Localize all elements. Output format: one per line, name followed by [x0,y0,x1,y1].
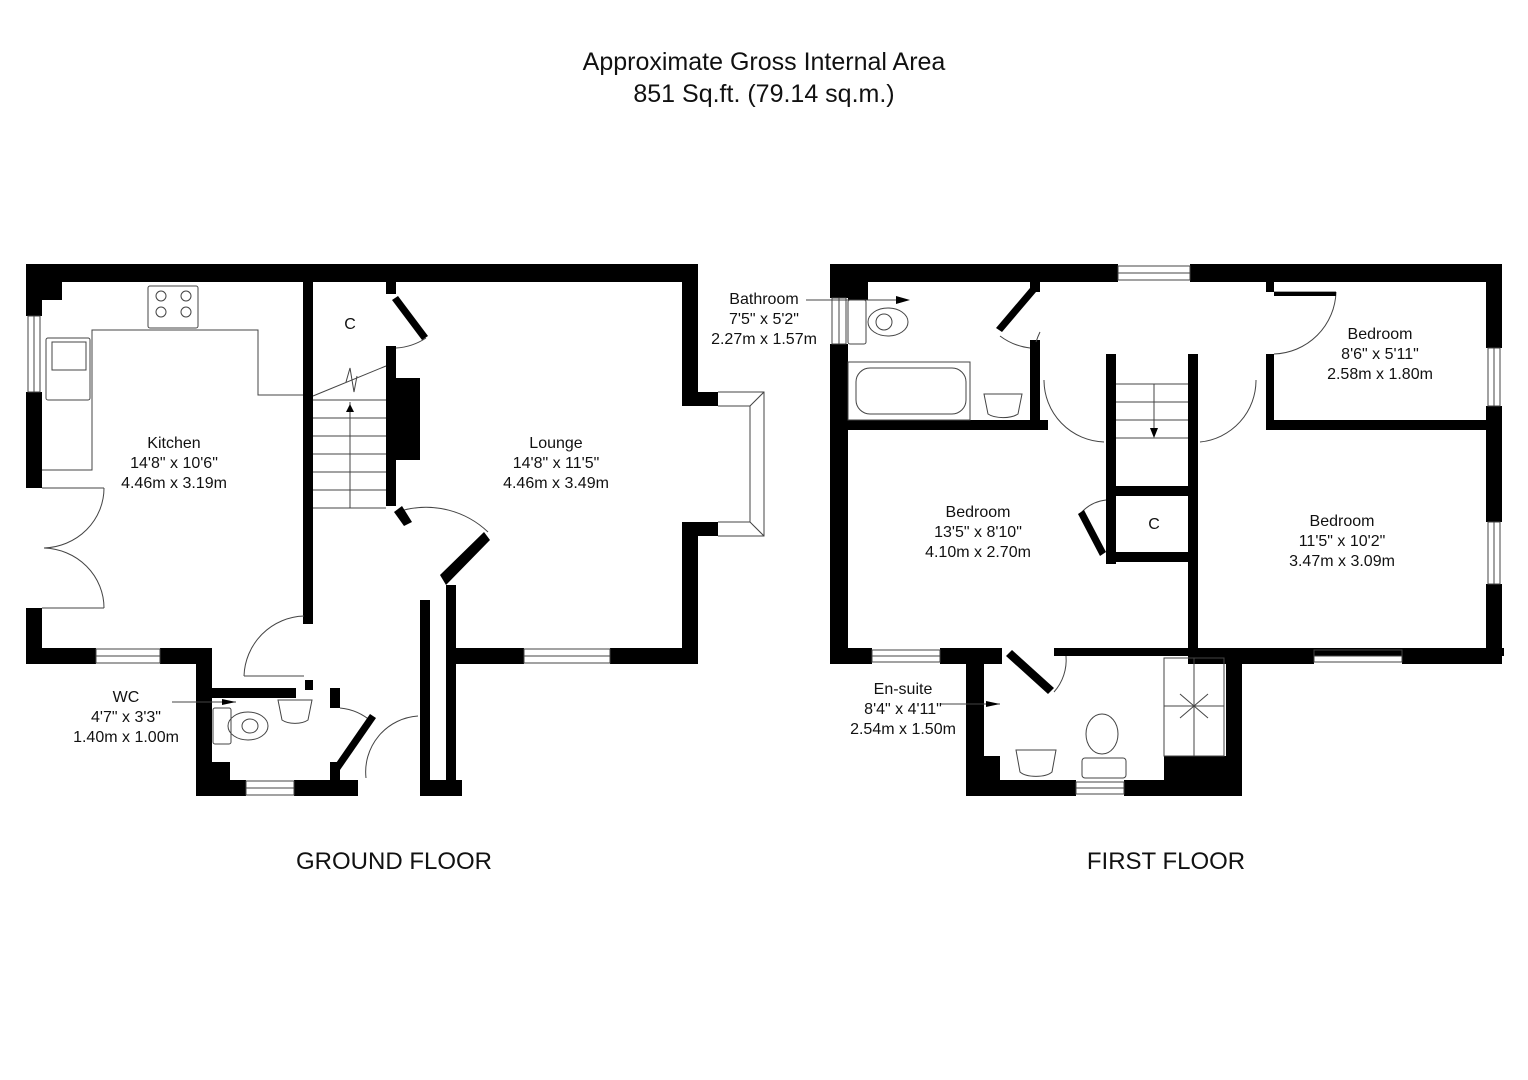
room-dim-imperial: 7'5" x 5'2" [729,311,799,328]
room-label-lounge: Lounge 14'8" x 11'5" 4.46m x 3.49m [503,434,609,494]
room-dim-metric: 4.46m x 3.49m [503,475,609,492]
room-dim-metric: 2.27m x 1.57m [711,331,817,348]
room-label-bedroom-right: Bedroom 11'5" x 10'2" 3.47m x 3.09m [1289,512,1395,572]
room-dim-imperial: 8'6" x 5'11" [1341,346,1419,363]
area-title: Approximate Gross Internal Area 851 Sq.f… [0,46,1528,110]
room-dim-metric: 4.10m x 2.70m [925,544,1031,561]
room-name: Bathroom [729,291,799,308]
ground-floor-linework [27,285,765,796]
room-dim-imperial: 8'4" x 4'11" [864,701,942,718]
room-name: C [1148,516,1160,533]
room-label-cupboard-ground: C [344,315,356,335]
room-label-kitchen: Kitchen 14'8" x 10'6" 4.46m x 3.19m [121,434,227,494]
room-dim-metric: 2.58m x 1.80m [1327,366,1433,383]
room-dim-metric: 1.40m x 1.00m [73,729,179,746]
ground-floor-plan [26,264,718,796]
floor-name-ground: GROUND FLOOR [295,848,493,875]
first-floor-plan [830,264,1504,796]
floor-name-first: FIRST FLOOR [1086,848,1246,875]
room-name: WC [112,689,140,706]
room-name: En-suite [873,681,933,698]
room-name: Bedroom [1309,513,1375,530]
room-name: C [344,316,356,333]
ground-floor-accents [334,296,490,770]
room-label-bedroom-left: Bedroom 13'5" x 8'10" 4.10m x 2.70m [925,503,1031,563]
room-dim-imperial: 13'5" x 8'10" [934,524,1022,541]
leader-arrowheads [222,296,1000,707]
room-label-bedroom-small: Bedroom 8'6" x 5'11" 2.58m x 1.80m [1327,325,1433,385]
room-label-cupboard-first: C [1148,515,1160,535]
first-floor-accents [996,288,1336,694]
room-dim-imperial: 11'5" x 10'2" [1298,533,1386,550]
room-dim-imperial: 4'7" x 3'3" [91,709,161,726]
room-label-wc: WC 4'7" x 3'3" 1.40m x 1.00m [73,688,179,748]
title-line-2: 851 Sq.ft. (79.14 sq.m.) [633,80,895,108]
room-dim-imperial: 14'8" x 10'6" [130,455,218,472]
room-name: Kitchen [147,435,201,452]
room-dim-imperial: 14'8" x 11'5" [512,455,600,472]
room-dim-metric: 3.47m x 3.09m [1289,553,1395,570]
room-name: Bedroom [1347,326,1413,343]
room-dim-metric: 4.46m x 3.19m [121,475,227,492]
room-label-en-suite: En-suite 8'4" x 4'11" 2.54m x 1.50m [850,680,956,740]
title-line-1: Approximate Gross Internal Area [582,48,946,76]
room-label-bathroom: Bathroom 7'5" x 5'2" 2.27m x 1.57m [711,290,817,350]
room-dim-metric: 2.54m x 1.50m [850,721,956,738]
room-name: Lounge [529,435,583,452]
room-name: Bedroom [945,504,1011,521]
first-floor-linework [831,265,1501,795]
label-leader-lines [172,299,1000,705]
